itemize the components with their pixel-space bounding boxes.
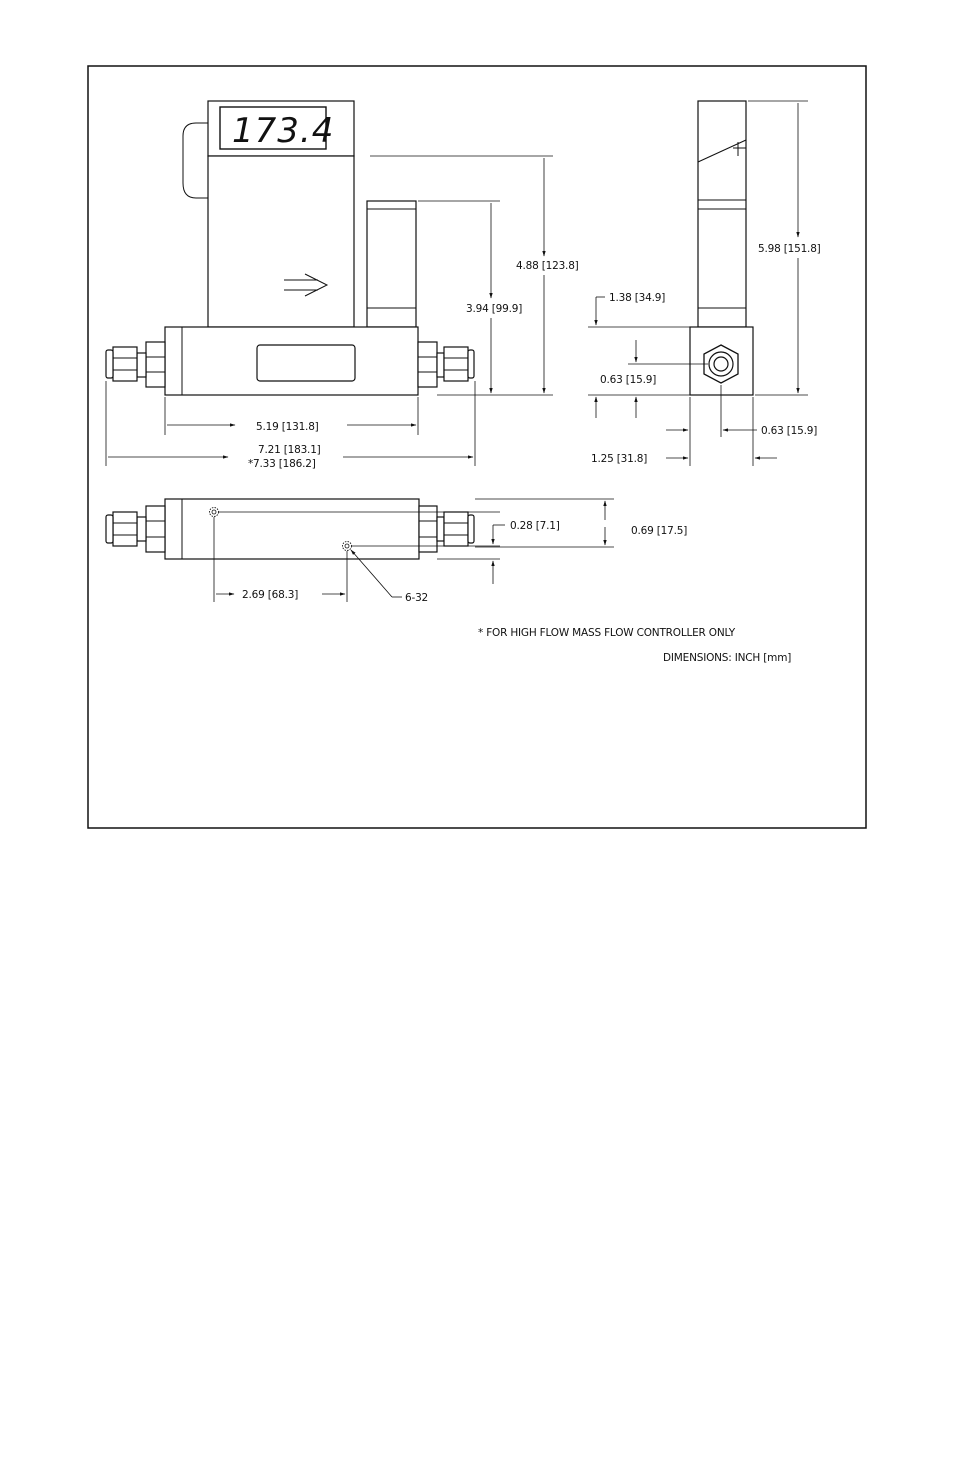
side-view: 5.98 [151.8] 1.38 [34.9] 0.63 [15.9] 0.6… [588,101,821,466]
bottom-right-fitting [419,506,474,552]
dim-bottom-hole-offset: 0.28 [7.1] [510,520,560,532]
dim-side-port-height: 0.63 [15.9] [600,374,656,386]
front-view: 173.4 [106,101,579,470]
dim-bottom-hole-spacing: 2.69 [68.3] [242,589,298,601]
dim-body-length: 5.19 [131.8] [256,421,319,433]
mounting-hole-icon [210,508,219,517]
right-fitting [418,342,474,387]
dim-controller-height: 3.94 [99.9] [466,303,522,315]
cable-loop [183,123,208,198]
bottom-view: 0.28 [7.1] 0.69 [17.5] 2.69 [68.3] 6-32 [106,499,687,604]
note-high-flow: * FOR HIGH FLOW MASS FLOW CONTROLLER ONL… [478,627,736,639]
thread-callout: 6-32 [405,592,428,604]
port-hex-icon [704,345,738,383]
dim-bottom-body-width: 0.69 [17.5] [631,525,687,537]
dim-side-total-height: 5.98 [151.8] [758,243,821,255]
note-units: DIMENSIONS: INCH [mm] [663,652,791,664]
bottom-body [165,499,419,559]
dim-overall-length-high-flow: *7.33 [186.2] [248,458,316,470]
drawing-frame [88,66,866,828]
lcd-reading: 173.4 [232,111,334,151]
left-fitting [106,342,165,387]
dim-side-port-offset: 0.63 [15.9] [761,425,817,437]
main-housing [208,156,354,327]
dim-total-height: 4.88 [123.8] [516,260,579,272]
side-tower [698,101,746,327]
dim-side-body-height: 1.38 [34.9] [609,292,665,304]
dim-overall-length: 7.21 [183.1] [258,444,321,456]
bottom-left-fitting [106,506,165,552]
body-label-plate [257,345,355,381]
dim-side-body-width: 1.25 [31.8] [591,453,647,465]
mounting-hole-icon [343,542,352,551]
